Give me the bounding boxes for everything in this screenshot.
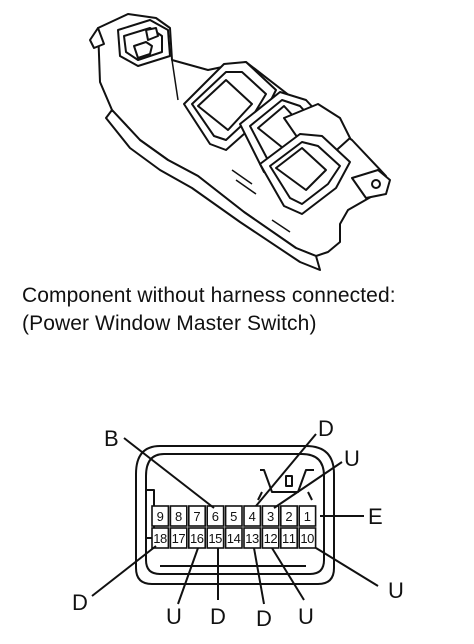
callout-pin15: D [210,604,226,629]
leader-pin12 [271,547,305,601]
pin-label-9: 9 [157,509,164,524]
callout-pin16: U [166,604,182,629]
pin-label-15: 15 [208,531,222,546]
connector-inner-shell [145,453,325,575]
pin-cell-9 [151,505,170,527]
pin-cell-7 [188,505,207,527]
leader-pin6 [123,437,215,509]
pin-label-17: 17 [172,531,186,546]
pin-cell-10 [298,527,317,549]
pin-cell-2 [279,505,298,527]
switch-illustration [89,13,391,271]
pin-label-16: 16 [190,531,204,546]
pin-label-6: 6 [212,509,219,524]
caption-line-1: Component without harness connected: [22,284,396,307]
pin-cell-4 [243,505,262,527]
pin-cell-6 [206,505,225,527]
connector-outer-shell [135,445,335,585]
callout-pin13: D [256,606,272,631]
leader-pin16 [177,547,199,605]
connector-lock-notch [285,475,293,487]
pin-cell-12 [261,527,280,549]
callout-pin10: U [388,578,404,603]
connector-lock-tab [260,469,314,493]
pin-label-1: 1 [304,509,311,524]
pin-cell-14 [224,527,243,549]
pin-label-11: 11 [282,531,296,546]
leader-pin3 [273,461,343,509]
pin-cell-13 [243,527,262,549]
callout-pin3: U [344,446,360,471]
leader-pin13 [253,547,265,605]
caption-line-2: (Power Window Master Switch) [22,312,317,335]
pin-label-14: 14 [227,531,241,546]
pin-cell-18 [151,527,170,549]
callout-pin12: U [298,604,314,629]
pin-cell-11 [279,527,298,549]
pin-cell-1 [298,505,317,527]
pin-label-18: 18 [153,531,167,546]
pin-label-7: 7 [193,509,200,524]
pin-cell-15 [206,527,225,549]
leader-pin10 [315,547,379,587]
pin-cell-17 [169,527,188,549]
callout-pin1: E [368,504,383,529]
pin-label-4: 4 [249,509,256,524]
pin-label-10: 10 [300,531,314,546]
leader-pin4 [255,433,317,507]
pin-cell-3 [261,505,280,527]
callout-pin6: B [104,426,119,451]
pin-label-5: 5 [230,509,237,524]
pin-label-3: 3 [267,509,274,524]
callout-pin4: D [318,416,334,441]
callout-pin18: D [72,590,88,615]
pin-label-2: 2 [285,509,292,524]
pin-label-12: 12 [264,531,278,546]
leader-pin18 [91,545,157,597]
pin-label-8: 8 [175,509,182,524]
pin-label-13: 13 [245,531,259,546]
pin-cell-5 [224,505,243,527]
pin-cell-8 [169,505,188,527]
